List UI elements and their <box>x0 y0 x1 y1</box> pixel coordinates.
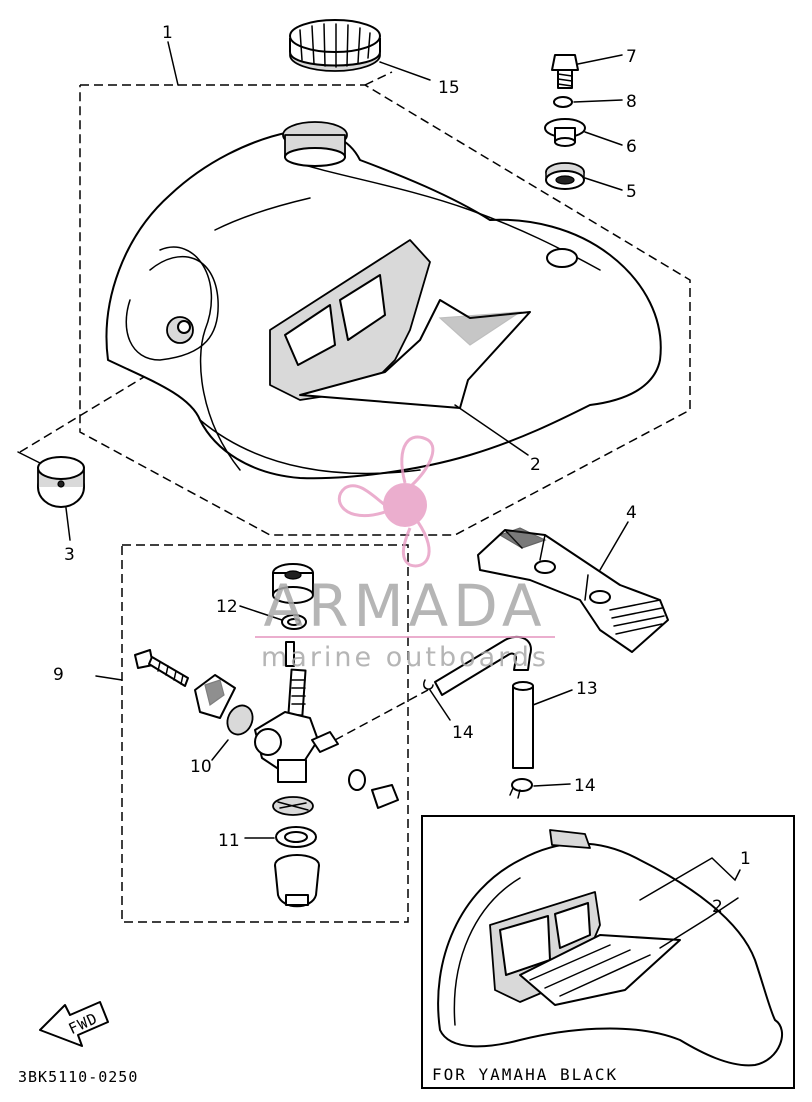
callout-13: 13 <box>576 679 598 699</box>
callout-14-lower: 14 <box>574 776 596 796</box>
screw <box>134 649 189 687</box>
callout-14-upper: 14 <box>452 723 474 743</box>
leader-5 <box>584 177 623 191</box>
fuel-cock-body <box>254 668 339 783</box>
leader-2 <box>454 404 529 456</box>
callout-12: 12 <box>216 597 238 617</box>
callout-9: 9 <box>53 665 64 685</box>
callout-1: 1 <box>162 23 173 43</box>
leader-8 <box>573 99 623 103</box>
mount-bolt-7 <box>551 54 579 89</box>
watermark-tagline: marine outboards <box>261 642 549 673</box>
leader-1 <box>167 41 179 86</box>
gasket-10 <box>226 704 254 736</box>
callout-3: 3 <box>64 545 75 565</box>
lock-washer-8 <box>553 96 573 108</box>
collar-6 <box>544 118 586 147</box>
leader-6 <box>584 131 623 146</box>
inset-tank <box>437 829 784 1067</box>
fwd-arrow-icon <box>39 1001 109 1047</box>
callout-inset-2: 2 <box>712 897 723 917</box>
leader-12 <box>239 605 283 621</box>
leader-7 <box>577 54 623 65</box>
leader-9 <box>95 675 123 681</box>
callout-4: 4 <box>626 503 637 523</box>
leader-10 <box>211 739 229 761</box>
o-ring-12 <box>281 614 307 630</box>
leader-3 <box>65 507 71 541</box>
leader-15 <box>379 61 431 81</box>
callout-8: 8 <box>626 92 637 112</box>
sediment-bowl <box>274 854 320 908</box>
fuel-cap <box>289 19 381 72</box>
o-ring-11 <box>275 826 317 848</box>
hose-13 <box>512 681 534 769</box>
callout-5: 5 <box>626 182 637 202</box>
pipe-short <box>285 641 295 667</box>
bracket-4 <box>477 527 669 653</box>
fuel-cock-boundary <box>121 544 409 923</box>
damper-3 <box>37 456 85 508</box>
tank-group-boundary <box>79 84 691 536</box>
leader-inset-1 <box>639 857 741 901</box>
cock-lever <box>194 674 236 719</box>
tank-emblem <box>269 239 531 409</box>
clip-14-upper <box>423 679 434 690</box>
leader-dash-15 <box>364 71 393 86</box>
callout-10: 10 <box>190 757 212 777</box>
leader-13 <box>532 689 573 706</box>
callout-6: 6 <box>626 137 637 157</box>
callout-15: 15 <box>438 78 460 98</box>
damper-5 <box>545 162 585 190</box>
watermark-logo <box>255 435 555 638</box>
inset-frame <box>421 815 795 1089</box>
diagram-code: 3BK5110-0250 <box>18 1068 138 1086</box>
leader-14-lower <box>533 783 571 787</box>
strainer <box>272 796 314 816</box>
watermark-brand: ARMADA <box>263 572 546 640</box>
clip-14-lower <box>509 778 533 799</box>
callout-11: 11 <box>218 831 240 851</box>
leader-dash-hose <box>334 689 429 741</box>
inset-caption: FOR YAMAHA BLACK <box>432 1065 618 1084</box>
callout-7: 7 <box>626 47 637 67</box>
cock-top-fitting <box>272 563 314 604</box>
cock-outlet-parts <box>348 769 399 809</box>
rear-mount-hole <box>546 248 578 268</box>
leader-inset-2 <box>659 897 739 949</box>
callout-2: 2 <box>530 455 541 475</box>
leader-dash-3 <box>19 339 206 453</box>
callout-inset-1: 1 <box>740 849 751 869</box>
leader-4 <box>599 521 629 571</box>
leader-14-upper <box>429 689 451 721</box>
